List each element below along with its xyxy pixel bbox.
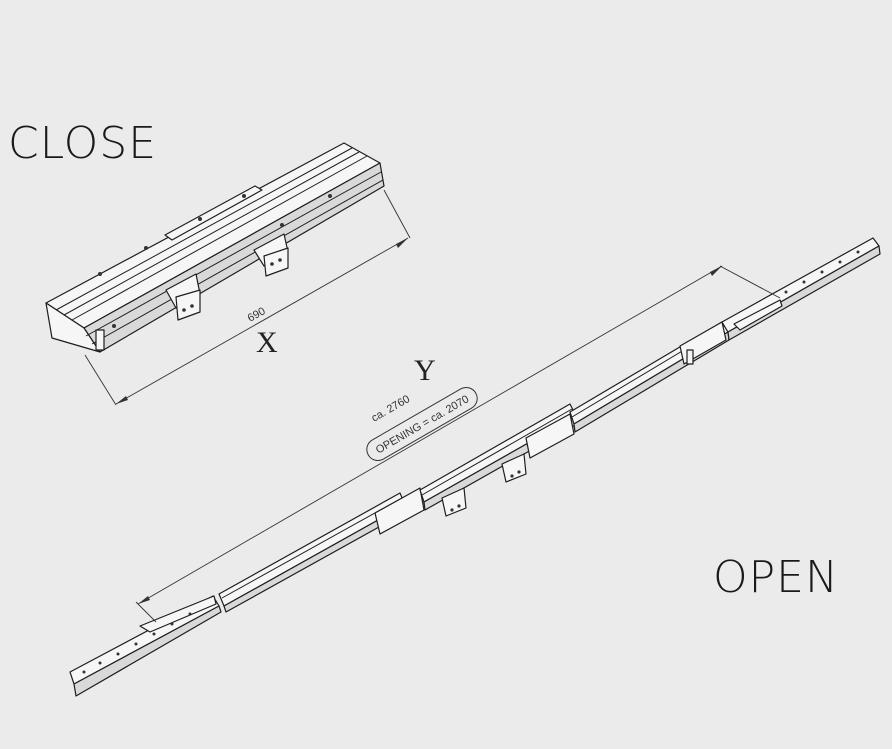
close-state-label: CLOSE (8, 118, 158, 169)
closed-slide-bracket-2 (253, 233, 289, 277)
open-slide-bracket-1 (441, 487, 467, 517)
x-dimension-letter: X (256, 326, 278, 359)
closed-slide-bracket-1 (165, 273, 201, 321)
x-dimension-value: 690 (246, 305, 268, 324)
open-slide (69, 237, 881, 697)
open-state-label: OPEN (713, 552, 839, 603)
open-slide-bracket-2 (501, 453, 527, 483)
open-slide-holes (82, 250, 860, 674)
closed-slide (45, 142, 385, 353)
opening-badge: OPENING = ca. 2070 (366, 387, 478, 461)
y-dimension-value: ca. 2760 (370, 393, 413, 424)
closed-slide-holes (98, 194, 332, 328)
y-dimension-letter: Y (414, 354, 436, 387)
y-dimension: Y ca. 2760 OPENING = ca. 2070 (135, 265, 781, 623)
